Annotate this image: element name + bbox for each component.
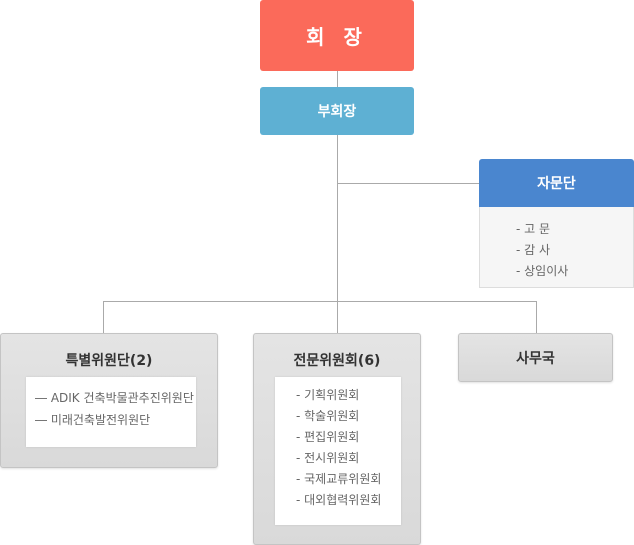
connector-special — [103, 301, 104, 333]
office-panel: 사무국 — [458, 333, 613, 382]
vice-chairman-label: 부회장 — [317, 104, 357, 120]
connector-horizontal-bus — [103, 301, 537, 302]
advisory-box: 자문단 — [479, 159, 634, 207]
advisory-item-auditor: - 감 사 — [516, 243, 551, 257]
expert-committee-panel: 전문위원회(6) - 기획위원회 - 학술위원회 - 편집위원회 - 전시위원회… — [253, 333, 421, 545]
expert-committee-title: 전문위원회(6) — [293, 353, 381, 369]
connector-advisory — [337, 183, 479, 184]
advisory-list: - 고 문 - 감 사 - 상임이사 — [479, 207, 634, 288]
office-title: 사무국 — [516, 351, 555, 367]
special-committee-panel: 특별위원단(2) ― ADIK 건축박물관추진위원단 ― 미래건축발전위원단 — [0, 333, 218, 468]
advisory-item-advisor: - 고 문 — [516, 222, 551, 236]
expert-committee-item-exhibition: - 전시위원회 — [296, 451, 360, 465]
chairman-box: 회 장 — [260, 0, 414, 71]
special-committee-item-future: ― 미래건축발전위원단 — [35, 413, 151, 427]
vice-chairman-box: 부회장 — [260, 87, 414, 135]
expert-committee-item-editorial: - 편집위원회 — [296, 430, 360, 444]
expert-committee-item-planning: - 기획위원회 — [296, 388, 360, 402]
expert-committee-item-academic: - 학술위원회 — [296, 409, 360, 423]
special-committee-title: 특별위원단(2) — [65, 353, 153, 369]
advisory-item-director: - 상임이사 — [516, 264, 569, 278]
expert-committee-list: - 기획위원회 - 학술위원회 - 편집위원회 - 전시위원회 - 국제교류위원… — [275, 377, 401, 525]
connector-chairman-vice — [337, 71, 338, 87]
connector-main-trunk — [337, 135, 338, 333]
special-committee-list: ― ADIK 건축박물관추진위원단 ― 미래건축발전위원단 — [26, 377, 196, 447]
expert-committee-item-external: - 대외협력위원회 — [296, 493, 382, 507]
special-committee-item-museum: ― ADIK 건축박물관추진위원단 — [35, 391, 194, 405]
advisory-label: 자문단 — [537, 176, 576, 192]
chairman-label: 회 장 — [306, 25, 368, 49]
connector-office — [536, 301, 537, 333]
expert-committee-item-international: - 국제교류위원회 — [296, 472, 382, 486]
